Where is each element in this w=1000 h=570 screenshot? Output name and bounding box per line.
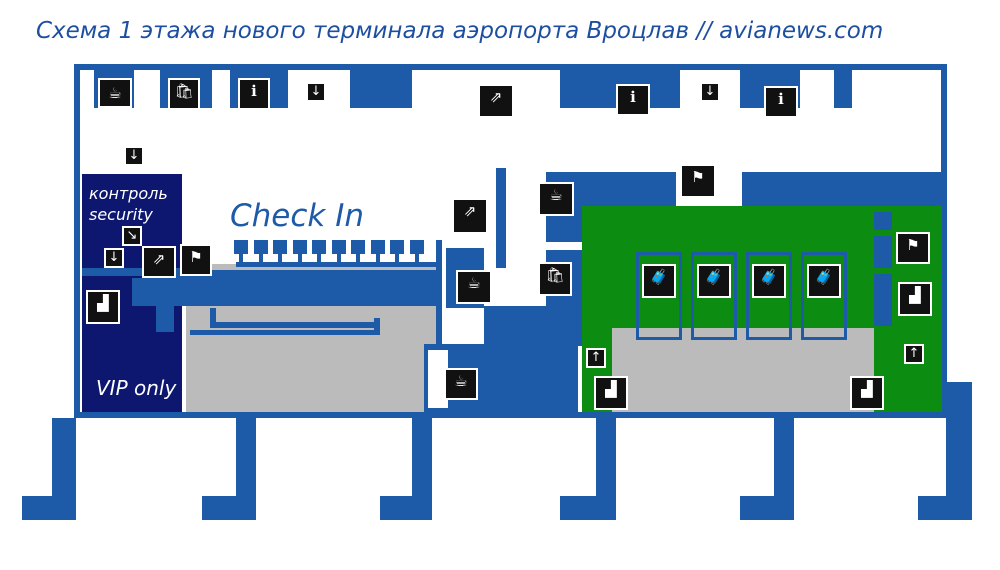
passport-booth bbox=[874, 274, 892, 326]
pier-5 bbox=[774, 418, 794, 500]
control-icon[interactable]: ⚑ bbox=[896, 232, 930, 264]
escalator-icon[interactable]: ⇗ bbox=[452, 198, 488, 234]
cafe-icon[interactable]: ☕ bbox=[456, 270, 492, 304]
baggage-conveyor bbox=[190, 330, 380, 335]
pier-2 bbox=[236, 418, 256, 500]
cafe-icon[interactable]: ☕ bbox=[98, 78, 132, 108]
pier-3-foot bbox=[380, 496, 432, 520]
stairs-icon[interactable]: ▟ bbox=[850, 376, 884, 410]
checkin-desk-stem bbox=[278, 254, 282, 262]
checkin-desk-stem bbox=[395, 254, 399, 262]
arrow-up-icon: ↑ bbox=[586, 348, 606, 368]
security-divider bbox=[82, 268, 182, 276]
checkin-desk[interactable] bbox=[370, 240, 385, 254]
cafe-icon[interactable]: ☕ bbox=[444, 368, 478, 400]
checkin-desk-stem bbox=[297, 254, 302, 262]
arrow-diagonal-icon: ↘ bbox=[122, 226, 142, 246]
pier-1-foot bbox=[22, 496, 76, 520]
checkin-desk-stem bbox=[317, 254, 321, 262]
checkin-divider bbox=[236, 262, 436, 267]
checkin-desk-stem bbox=[336, 254, 341, 262]
checkin-desk[interactable] bbox=[253, 240, 268, 254]
arrow-up-icon: ↑ bbox=[904, 344, 924, 364]
checkin-desk[interactable] bbox=[409, 240, 424, 254]
stairs-icon[interactable]: ▟ bbox=[86, 290, 120, 324]
top-opening bbox=[212, 70, 230, 108]
info-desk-icon[interactable]: ℹ bbox=[764, 86, 798, 118]
pier-6-foot bbox=[918, 496, 972, 520]
passport-booth bbox=[874, 236, 892, 268]
pier-3 bbox=[412, 418, 432, 500]
baggage-conveyor bbox=[210, 308, 216, 328]
checkin-desk[interactable] bbox=[273, 240, 287, 254]
arrivals-upper-wall bbox=[742, 172, 942, 212]
baggage-belt bbox=[691, 252, 737, 340]
baggage-claim-icon[interactable]: 🧳 bbox=[642, 264, 676, 298]
pier-4-foot bbox=[560, 496, 616, 520]
map-title: Схема 1 этажа нового терминала аэропорта… bbox=[36, 18, 884, 44]
checkin-counter-row bbox=[176, 270, 436, 306]
checkin-label: Check In bbox=[230, 198, 365, 234]
passport-booth bbox=[874, 212, 892, 230]
checkin-desk-stem bbox=[258, 254, 263, 262]
checkin-desk-stem bbox=[375, 254, 380, 262]
checkin-desk-stem bbox=[414, 254, 419, 262]
control-icon[interactable]: ⚑ bbox=[680, 164, 716, 198]
baggage-belt bbox=[636, 252, 682, 340]
lounge-inner bbox=[428, 350, 448, 408]
arrow-down-icon: ↓ bbox=[700, 82, 720, 102]
top-opening bbox=[134, 70, 160, 108]
shop-icon[interactable]: 🛍 bbox=[168, 78, 200, 110]
stairs-icon[interactable]: ▟ bbox=[898, 282, 932, 316]
pier-5-foot bbox=[740, 496, 794, 520]
pier-1 bbox=[52, 418, 76, 500]
checkin-desk[interactable] bbox=[331, 240, 346, 254]
security-label-en: security bbox=[89, 205, 153, 224]
checkin-desk[interactable] bbox=[234, 240, 248, 254]
checkin-desk[interactable] bbox=[312, 240, 326, 254]
right-wall bbox=[941, 64, 947, 418]
control-icon[interactable]: ⚑ bbox=[180, 244, 212, 276]
escalator-icon[interactable]: ⇗ bbox=[478, 84, 514, 118]
arrow-down-icon: ↓ bbox=[124, 146, 144, 166]
security-label: контроль bbox=[89, 184, 168, 203]
shop-icon[interactable]: 🛍 bbox=[538, 262, 572, 296]
pier-2-foot bbox=[202, 496, 256, 520]
checkin-desk[interactable] bbox=[351, 240, 365, 254]
baggage-belt bbox=[746, 252, 792, 340]
top-opening bbox=[80, 70, 94, 108]
top-opening bbox=[852, 70, 941, 108]
baggage-claim-icon[interactable]: 🧳 bbox=[807, 264, 841, 298]
vip-label: VIP only bbox=[96, 376, 177, 400]
pier-6 bbox=[946, 382, 972, 500]
escalator-icon[interactable]: ⇗ bbox=[142, 246, 176, 278]
pier-4 bbox=[596, 418, 616, 500]
info-desk-icon[interactable]: ℹ bbox=[238, 78, 270, 110]
info-desk-icon[interactable]: ℹ bbox=[616, 84, 650, 116]
checkin-desk-stem bbox=[239, 254, 243, 262]
baggage-claim-icon[interactable]: 🧳 bbox=[752, 264, 786, 298]
arrow-down-icon: ↓ bbox=[306, 82, 326, 102]
arrivals-hall bbox=[612, 328, 874, 412]
arrow-down-icon: ↓ bbox=[104, 248, 124, 268]
checkin-desk-stem bbox=[356, 254, 360, 262]
stairs-icon[interactable]: ▟ bbox=[594, 376, 628, 410]
baggage-conveyor bbox=[374, 318, 380, 334]
checkin-desk[interactable] bbox=[390, 240, 404, 254]
center-column bbox=[496, 168, 506, 268]
baggage-conveyor bbox=[210, 322, 380, 328]
baggage-claim-icon[interactable]: 🧳 bbox=[697, 264, 731, 298]
top-opening bbox=[800, 70, 834, 108]
checkin-right-wall bbox=[436, 240, 442, 346]
checkin-pillar bbox=[156, 302, 174, 332]
cafe-icon[interactable]: ☕ bbox=[538, 182, 574, 216]
arrivals-left-wall bbox=[546, 212, 582, 242]
checkin-desk[interactable] bbox=[292, 240, 307, 254]
center-lower-block bbox=[484, 306, 546, 346]
checkin-counter-ledge bbox=[132, 278, 182, 306]
baggage-belt bbox=[801, 252, 847, 340]
